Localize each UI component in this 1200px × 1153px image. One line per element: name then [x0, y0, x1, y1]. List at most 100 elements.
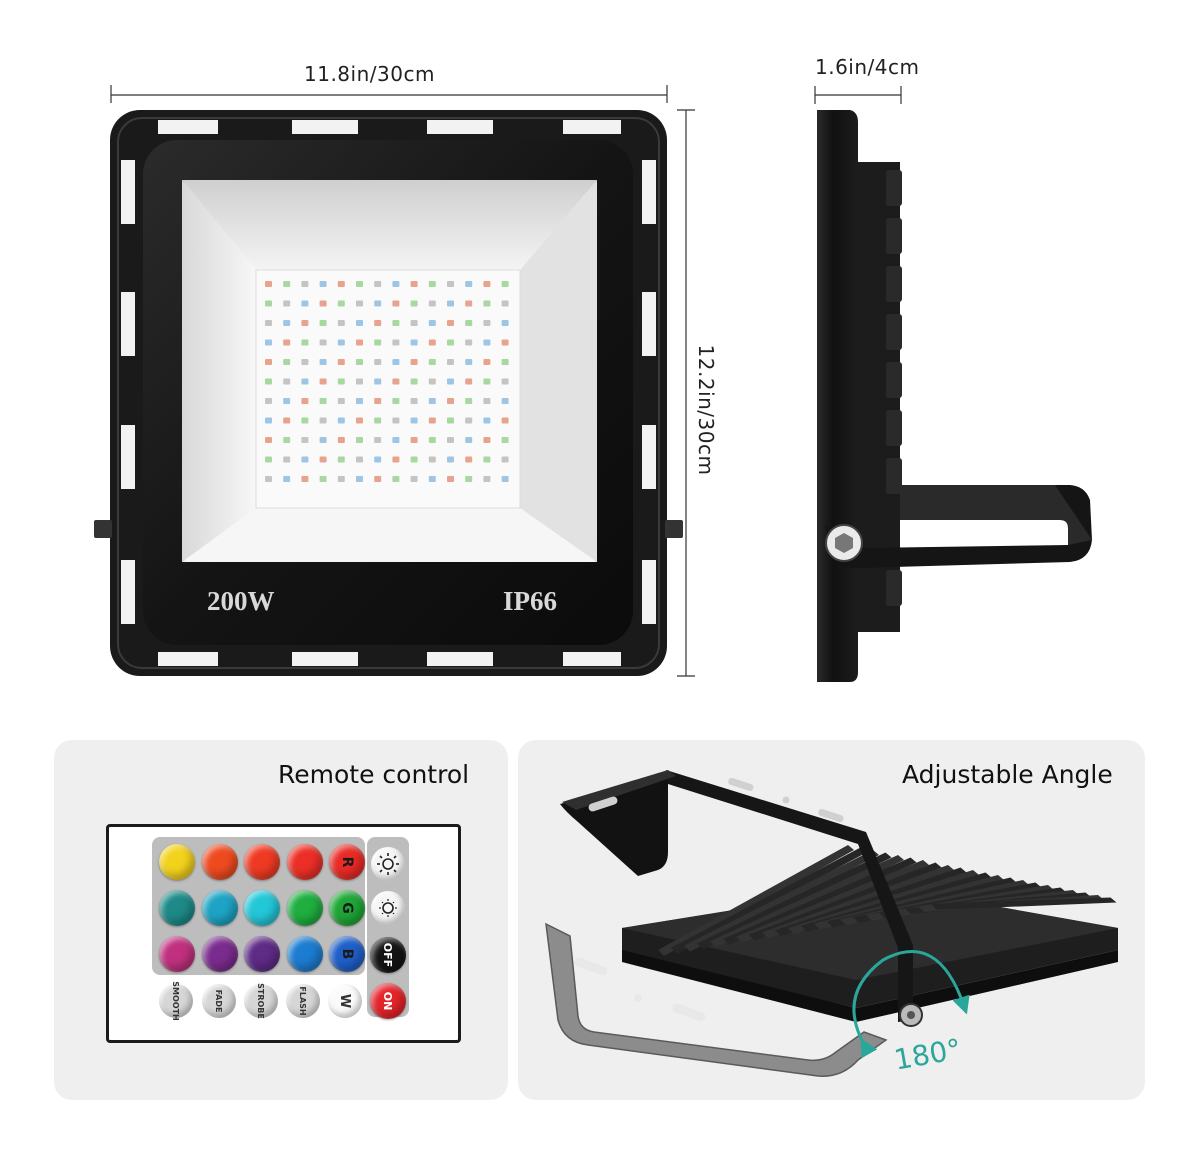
led-chip — [301, 437, 309, 443]
led-grid — [265, 281, 509, 482]
led-chip — [465, 320, 473, 326]
front-light-illustration — [94, 85, 902, 677]
flash-button[interactable]: FLASH — [286, 984, 320, 1018]
off-button-label: OFF — [381, 942, 395, 968]
color-button[interactable] — [286, 890, 323, 926]
off-button[interactable]: OFF — [370, 937, 406, 973]
led-chip — [501, 398, 509, 404]
led-chip — [465, 417, 473, 424]
color-button[interactable] — [244, 844, 280, 880]
led-chip — [265, 320, 272, 326]
led-chip — [374, 456, 382, 463]
led-chip — [410, 398, 418, 404]
led-chip — [501, 476, 509, 482]
channel-button-b[interactable]: B — [329, 936, 365, 972]
channel-button-label: G — [339, 902, 355, 914]
channel-button-r[interactable]: R — [329, 844, 365, 880]
led-chip — [301, 398, 309, 404]
led-chip — [265, 398, 272, 404]
color-button[interactable] — [159, 890, 195, 926]
color-button[interactable] — [244, 890, 280, 926]
led-chip — [265, 476, 272, 482]
strobe-button[interactable]: STROBE — [244, 983, 278, 1019]
led-chip — [356, 398, 363, 404]
on-button[interactable]: ON — [370, 983, 406, 1019]
color-button[interactable] — [244, 936, 280, 972]
led-chip — [374, 417, 382, 424]
led-chip — [283, 378, 291, 385]
led-chip — [356, 378, 363, 385]
led-chip — [337, 456, 345, 463]
led-chip — [301, 320, 309, 326]
color-button[interactable] — [201, 844, 238, 880]
led-chip — [483, 320, 491, 326]
led-chip — [483, 281, 491, 287]
brightness-down-button[interactable] — [371, 891, 405, 925]
led-chip — [483, 300, 491, 307]
led-chip — [447, 417, 454, 424]
color-button[interactable] — [201, 890, 238, 926]
led-chip — [483, 398, 491, 404]
led-chip — [356, 437, 363, 443]
led-chip — [410, 359, 418, 365]
color-button[interactable] — [286, 844, 323, 880]
led-chip — [374, 437, 382, 443]
led-chip — [374, 281, 382, 287]
led-chip — [392, 281, 400, 287]
heatsink-fin — [671, 847, 867, 954]
led-chip — [483, 378, 491, 385]
led-chip — [337, 281, 345, 287]
color-button[interactable] — [201, 936, 238, 972]
led-chip — [447, 339, 454, 346]
led-chip — [410, 320, 418, 326]
brightness-up-button[interactable] — [371, 847, 405, 881]
white-button-label: W — [337, 993, 353, 1009]
led-chip — [428, 417, 436, 424]
led-chip — [428, 456, 436, 463]
led-chip — [283, 320, 291, 326]
led-chip — [283, 437, 291, 443]
led-chip — [337, 300, 345, 307]
side-view-illustration — [817, 110, 1092, 682]
led-chip — [447, 359, 454, 365]
led-chip — [301, 359, 309, 365]
led-chip — [428, 339, 436, 346]
led-chip — [392, 339, 400, 346]
side-depth-label: 1.6in/4cm — [815, 55, 920, 79]
led-chip — [483, 476, 491, 482]
led-chip — [465, 378, 473, 385]
led-chip — [428, 437, 436, 443]
led-chip — [374, 398, 382, 404]
led-chip — [283, 339, 291, 346]
led-chip — [392, 398, 400, 404]
color-button[interactable] — [286, 936, 323, 972]
color-button[interactable] — [159, 844, 195, 880]
led-chip — [356, 320, 363, 326]
adjustable-angle-panel: Adjustable Angle — [518, 740, 1145, 1100]
led-chip — [301, 476, 309, 482]
led-chip — [392, 437, 400, 443]
channel-button-g[interactable]: G — [329, 890, 365, 926]
led-chip — [428, 378, 436, 385]
led-chip — [392, 359, 400, 365]
wattage-label: 200W — [207, 586, 275, 616]
led-chip — [428, 359, 436, 365]
channel-button-label: B — [339, 948, 355, 960]
led-chip — [301, 456, 309, 463]
led-chip — [356, 281, 363, 287]
white-button[interactable]: W — [328, 984, 362, 1018]
led-chip — [410, 417, 418, 424]
led-chip — [447, 398, 454, 404]
led-chip — [265, 281, 272, 287]
color-button[interactable] — [159, 936, 195, 972]
led-chip — [283, 300, 291, 307]
led-chip — [447, 320, 454, 326]
led-chip — [483, 437, 491, 443]
led-chip — [465, 359, 473, 365]
led-chip — [319, 378, 327, 385]
led-chip — [465, 339, 473, 346]
led-chip — [501, 281, 509, 287]
fade-button[interactable]: FADE — [202, 984, 236, 1018]
led-chip — [337, 359, 345, 365]
smooth-button[interactable]: SMOOTH — [159, 981, 193, 1021]
